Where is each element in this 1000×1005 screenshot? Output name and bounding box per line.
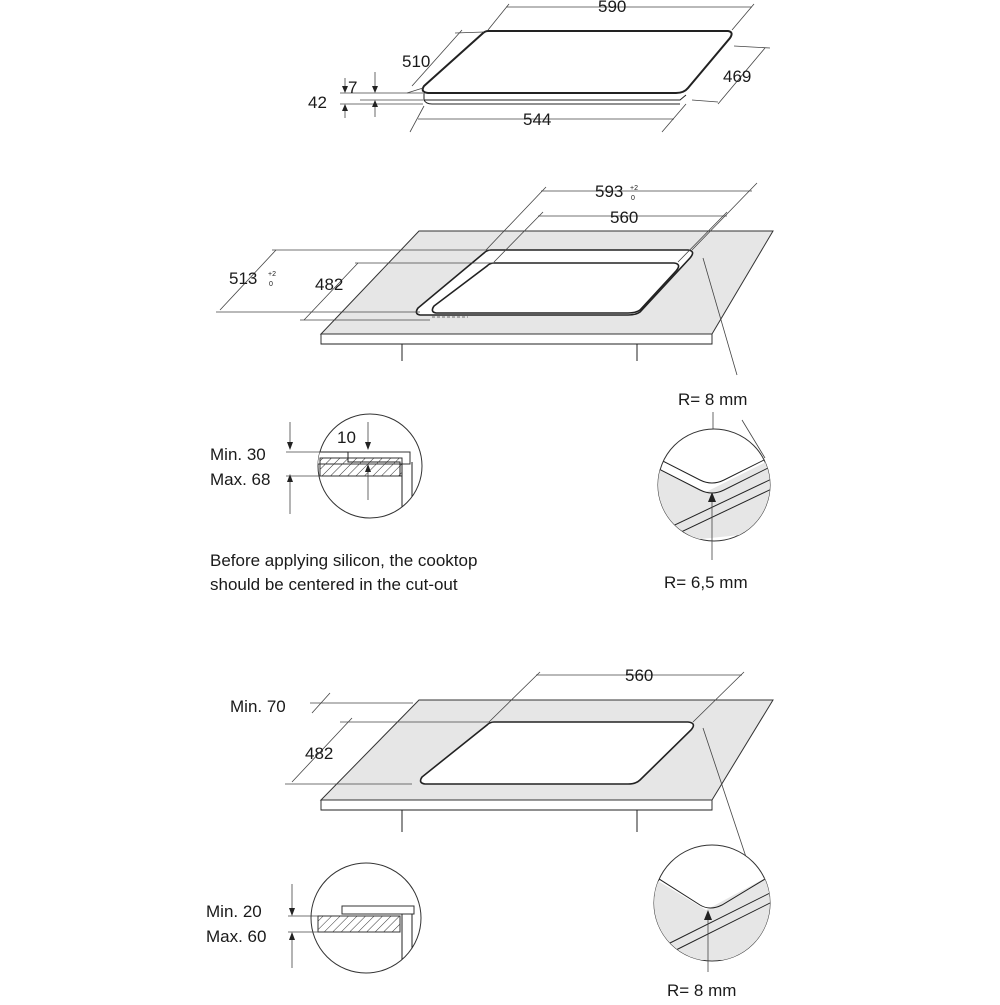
- standard-worktop-min-label: Min. 20: [206, 902, 262, 921]
- standard-width-label: 560: [625, 666, 653, 685]
- front-min-label: Min. 70: [230, 697, 286, 716]
- radius-detail-standard: R= 8 mm: [653, 844, 771, 1000]
- radius-inner-label: R= 6,5 mm: [664, 573, 748, 592]
- outer-depth-tol-zero: 0: [269, 281, 273, 288]
- inner-depth-label: 482: [315, 275, 343, 294]
- glass-thickness-label: 7: [348, 78, 357, 97]
- outer-depth-tol-plus: +2: [268, 271, 276, 278]
- hob-glass: [421, 30, 733, 94]
- hob-height-label: 42: [308, 93, 327, 112]
- outer-width-tol-zero: 0: [631, 195, 635, 202]
- centering-note: Before applying silicon, the cooktop sho…: [210, 551, 477, 594]
- standard-depth-label: 482: [305, 744, 333, 763]
- cutout-inner: [431, 262, 680, 314]
- inner-width-label: 560: [610, 208, 638, 227]
- rebate-gap-label: 10: [337, 428, 356, 447]
- radius-detail-flush: R= 8 mm R= 6,5 mm: [657, 390, 771, 592]
- standard-worktop-max-label: Max. 60: [206, 927, 266, 946]
- hob-depth-label: 510: [402, 52, 430, 71]
- hob-width-label: 590: [598, 0, 626, 16]
- note-line-1: Before applying silicon, the cooktop: [210, 551, 477, 570]
- worktop-min-label: Min. 30: [210, 445, 266, 464]
- flush-cutout: 593 +2 0 560 513 +2 0 482: [216, 182, 774, 376]
- cutout-standard: [419, 721, 695, 785]
- outer-depth-label: 513: [229, 269, 257, 288]
- outer-width-label: 593: [595, 182, 623, 201]
- standard-radius-label: R= 8 mm: [667, 981, 736, 1000]
- standard-cutout: 560 Min. 70 482: [230, 666, 774, 867]
- outer-width-tol-plus: +2: [630, 185, 638, 192]
- section-detail-flush: 10 Min. 30 Max. 68: [210, 413, 423, 519]
- hob-base-width-label: 544: [523, 110, 551, 129]
- worktop-max-label: Max. 68: [210, 470, 270, 489]
- hob-base-depth-label: 469: [723, 67, 751, 86]
- note-line-2: should be centered in the cut-out: [210, 575, 458, 594]
- section-detail-standard: Min. 20 Max. 60: [206, 862, 422, 974]
- hob-dimensions: 590 510 7 42 544 469: [308, 0, 771, 133]
- radius-outer-label: R= 8 mm: [678, 390, 747, 409]
